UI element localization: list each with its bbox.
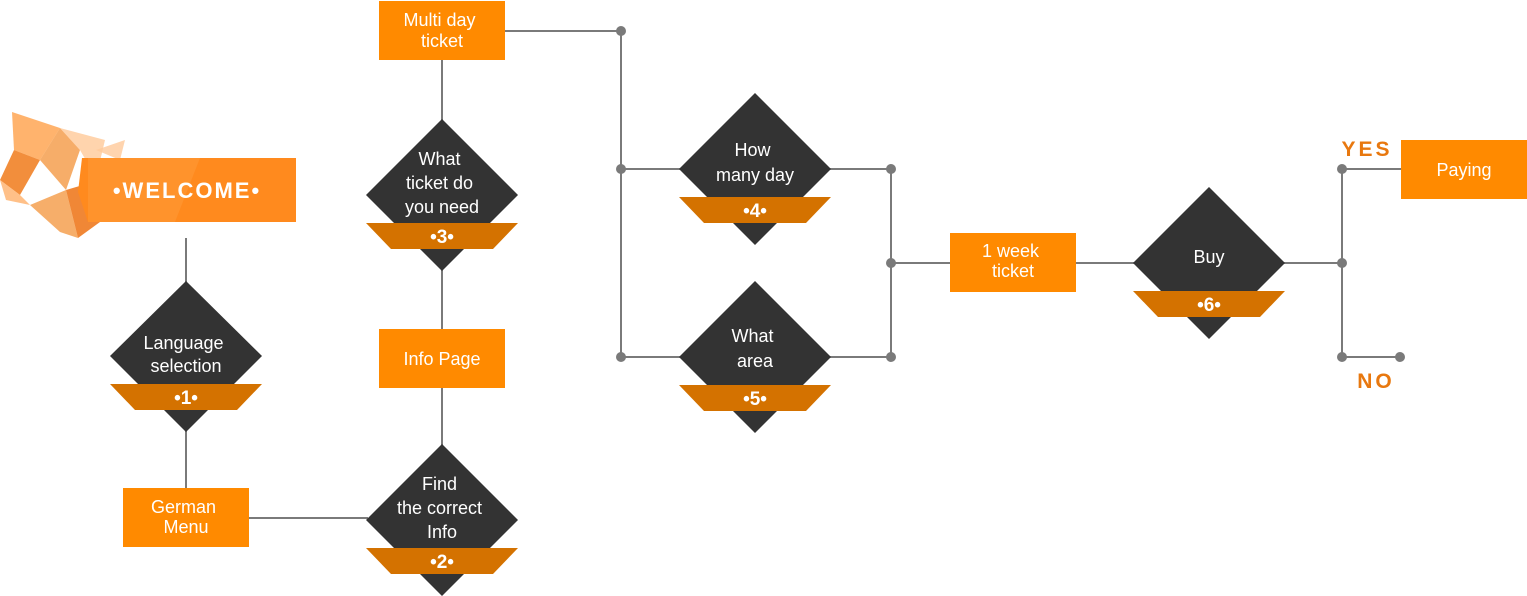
box-label: Info Page [403, 349, 480, 369]
decision-label-line: the correct [397, 498, 482, 518]
decision-label-line: Find [422, 474, 457, 494]
origami-shard [40, 128, 80, 190]
decision-label-line: Language [143, 333, 223, 353]
decision-label: Language selection [143, 333, 228, 376]
step-badge [366, 548, 518, 574]
step-badge [679, 385, 831, 411]
junction-dot [1337, 164, 1347, 174]
box-label: Multi day ticket [403, 10, 480, 51]
box-label-line: 1 week [982, 241, 1040, 261]
junction-dot [616, 26, 626, 36]
box-german-menu: German Menu [123, 488, 249, 547]
box-paying: Paying [1401, 140, 1527, 199]
origami-shard [30, 190, 78, 238]
junction-dot [616, 352, 626, 362]
junction-dot [616, 164, 626, 174]
decision-what-ticket: What ticket do you need •3• [366, 119, 518, 271]
decision-label: Buy [1193, 247, 1224, 267]
decision-label-line: many day [716, 165, 794, 185]
junction-dot [1395, 352, 1405, 362]
process-box [379, 1, 505, 60]
decision-label-line: What [418, 149, 460, 169]
junction-dot [1337, 258, 1347, 268]
process-box [379, 329, 505, 388]
box-info-page: Info Page [379, 329, 505, 388]
yes-label: YES [1341, 138, 1392, 161]
box-label: 1 week ticket [982, 241, 1044, 281]
decision-label: What area [731, 326, 778, 371]
origami-shard [0, 150, 40, 195]
welcome-banner: •WELCOME• [0, 112, 296, 238]
step-number: •6• [1197, 295, 1221, 316]
step-number: •4• [743, 201, 767, 222]
box-label-line: ticket [992, 261, 1034, 281]
step-number: •1• [174, 388, 198, 409]
decision-label-line: What [731, 326, 773, 346]
box-1-week-ticket: 1 week ticket [950, 233, 1076, 292]
decision-label: What ticket do you need [405, 149, 479, 217]
decision-find-info: Find the correct Info •2• [366, 444, 518, 596]
decision-how-many-day: How many day •4• [679, 93, 831, 245]
decision-label-line: you need [405, 197, 479, 217]
box-label-line: Menu [163, 517, 208, 537]
box-multi-day-ticket: Multi day ticket [379, 1, 505, 60]
step-badge [1133, 291, 1285, 317]
no-label: NO [1357, 370, 1395, 393]
origami-shard [96, 140, 125, 160]
origami-shard [12, 112, 60, 160]
junction-dot [886, 352, 896, 362]
junction-dot [1337, 352, 1347, 362]
step-number: •5• [743, 389, 767, 410]
box-label-line: ticket [421, 31, 463, 51]
decision-label-line: area [737, 351, 774, 371]
welcome-label: •WELCOME• [113, 178, 261, 203]
decision-label-line: ticket do [406, 173, 473, 193]
process-box [1401, 140, 1527, 199]
step-badge [679, 197, 831, 223]
decision-buy: Buy •6• [1133, 187, 1285, 339]
box-label: German Menu [151, 497, 221, 537]
box-label-line: Paying [1436, 160, 1491, 180]
step-number: •2• [430, 552, 454, 573]
step-badge [366, 223, 518, 249]
decision-label: How many day [716, 140, 794, 185]
decision-what-area: What area •5• [679, 281, 831, 433]
decision-label-line: selection [150, 356, 221, 376]
decision-diamond [110, 281, 262, 432]
decision-label-line: Buy [1193, 247, 1224, 267]
box-label-line: Info Page [403, 349, 480, 369]
box-label: Paying [1436, 160, 1491, 180]
origami-shard [0, 180, 30, 205]
welcome-ribbon-highlight [88, 158, 200, 222]
box-label-line: Multi day [403, 10, 475, 30]
step-badge [110, 384, 262, 410]
decision-label: Find the correct Info [397, 474, 487, 542]
step-number: •3• [430, 227, 454, 248]
junction-dots [616, 26, 1405, 362]
decision-language-selection: Language selection •1• [110, 281, 262, 432]
box-label-line: German [151, 497, 216, 517]
process-box [950, 233, 1076, 292]
decision-label-line: Info [427, 522, 457, 542]
decision-label-line: How [734, 140, 771, 160]
process-box [123, 488, 249, 547]
junction-dot [886, 164, 896, 174]
junction-dot [886, 258, 896, 268]
